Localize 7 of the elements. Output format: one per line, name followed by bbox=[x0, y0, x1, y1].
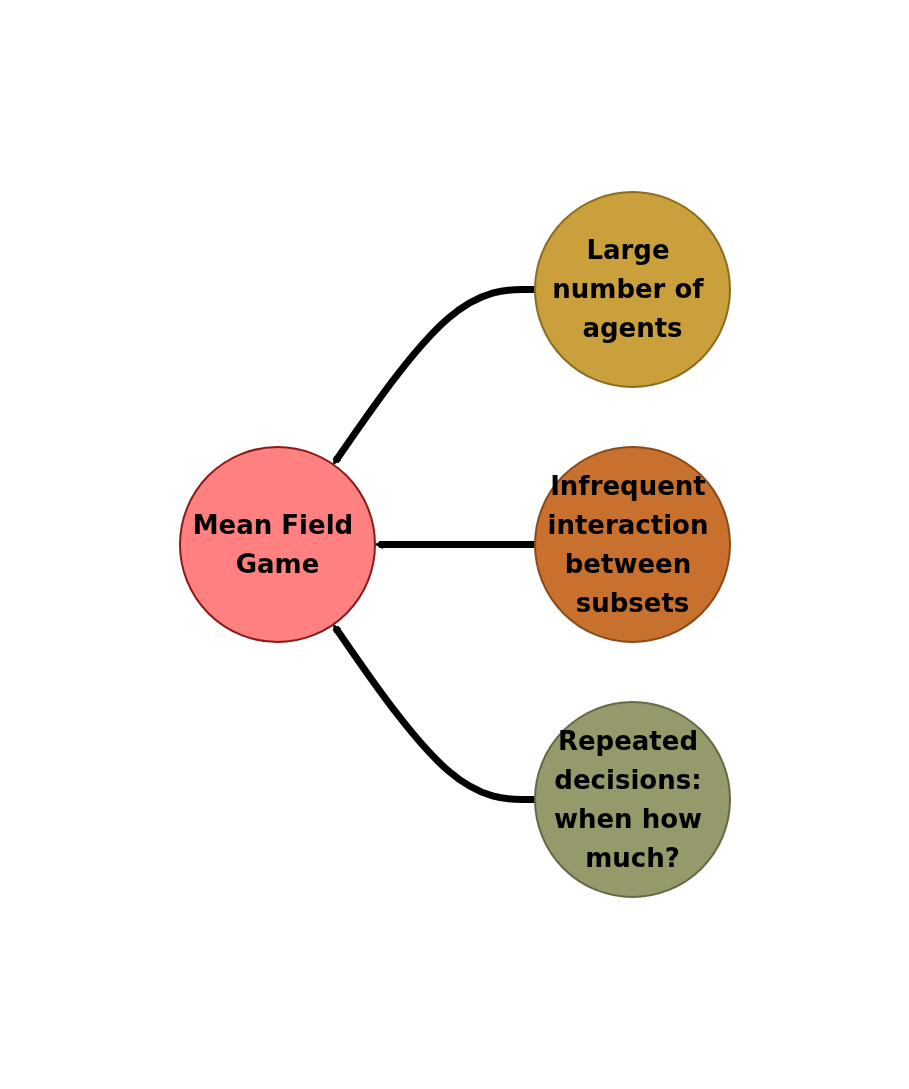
node-circle: Repeated decisions: when how much? bbox=[533, 701, 731, 898]
node-circle: Infrequent interaction between subsets bbox=[533, 446, 731, 643]
arrow bbox=[332, 286, 535, 465]
arrow bbox=[374, 540, 535, 549]
node-circle: Mean Field Game bbox=[178, 446, 376, 643]
node-circle: Large number of agents bbox=[533, 191, 731, 388]
arrow bbox=[332, 624, 535, 803]
